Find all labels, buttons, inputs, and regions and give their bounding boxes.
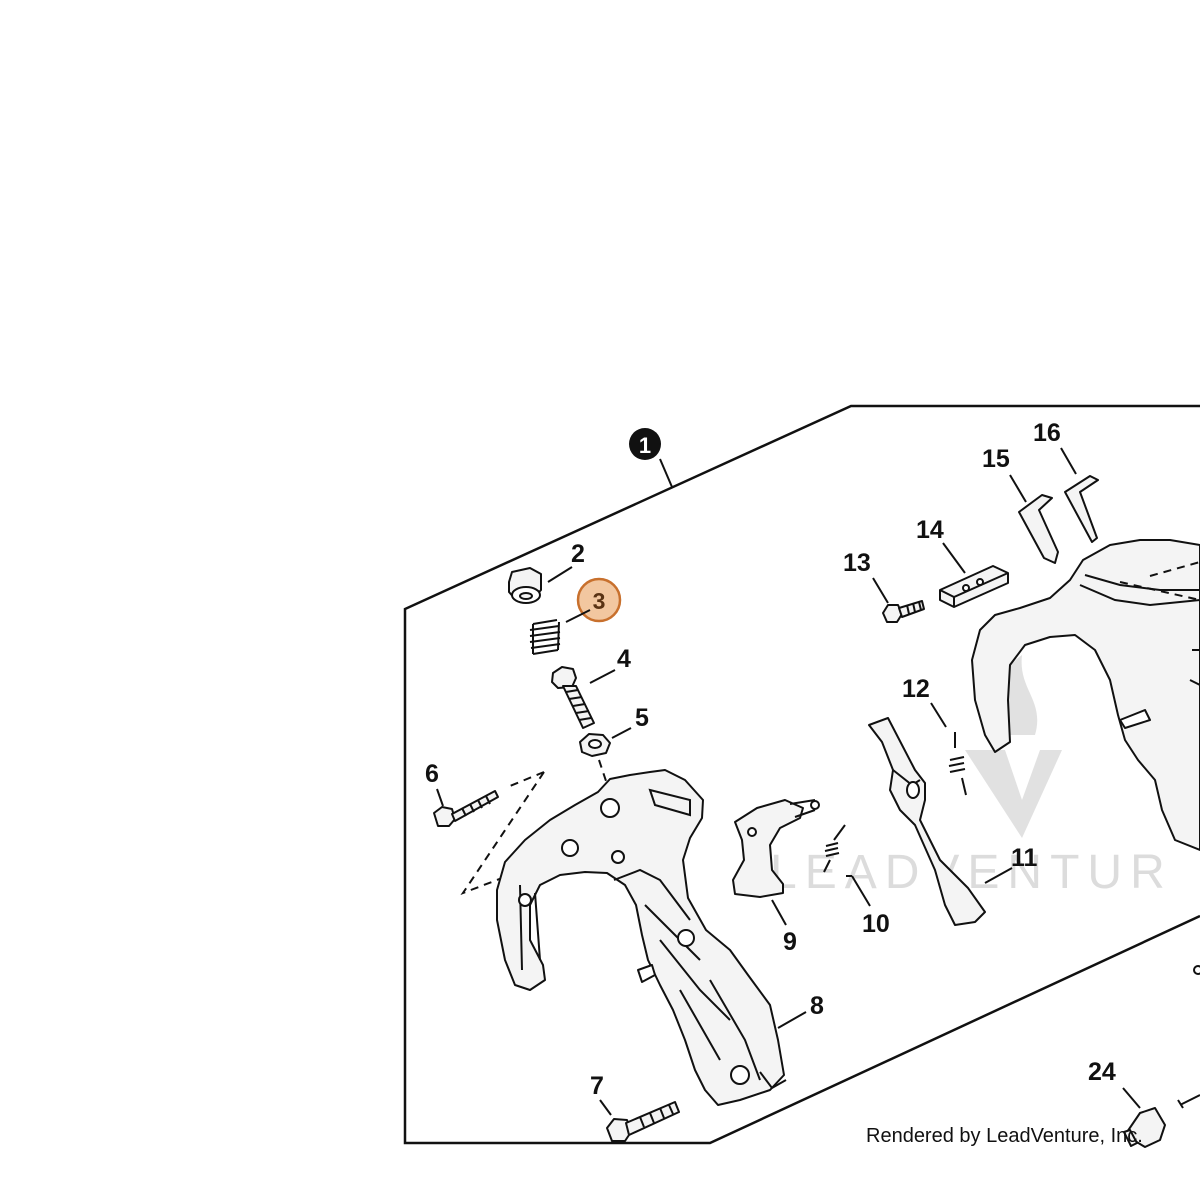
label-10[interactable]: 10 bbox=[862, 910, 890, 938]
label-6[interactable]: 6 bbox=[425, 760, 439, 788]
credit-text: Rendered by LeadVenture, Inc. bbox=[866, 1125, 1143, 1147]
part-4-bolt[interactable] bbox=[551, 666, 595, 729]
part-3-spring[interactable] bbox=[529, 619, 561, 655]
label-12[interactable]: 12 bbox=[902, 675, 930, 703]
part-15-bracket[interactable] bbox=[1018, 494, 1059, 564]
label-4[interactable]: 4 bbox=[617, 645, 631, 673]
label-13[interactable]: 13 bbox=[843, 549, 871, 577]
part-24-tip[interactable] bbox=[1123, 965, 1200, 1148]
part-2-cap[interactable] bbox=[508, 567, 542, 604]
part-10-spring[interactable] bbox=[823, 824, 846, 873]
callout-3-highlight[interactable]: 3 bbox=[576, 577, 622, 623]
part-7-screw[interactable] bbox=[606, 1101, 680, 1142]
svg-text:3: 3 bbox=[593, 588, 606, 614]
label-8[interactable]: 8 bbox=[810, 992, 824, 1020]
label-15[interactable]: 15 bbox=[982, 445, 1010, 473]
assembly-frame bbox=[403, 404, 1200, 1145]
part-12-spring[interactable] bbox=[948, 732, 967, 796]
part-6-screw[interactable] bbox=[433, 790, 499, 827]
svg-text:1: 1 bbox=[639, 433, 651, 458]
callout-1[interactable]: 1 bbox=[629, 428, 661, 460]
leader-line-1 bbox=[659, 458, 673, 488]
part-14-plate[interactable] bbox=[939, 565, 1009, 608]
label-11[interactable]: 11 bbox=[1011, 844, 1038, 872]
part-13-screw[interactable] bbox=[882, 600, 925, 623]
label-5[interactable]: 5 bbox=[635, 704, 649, 732]
part-11-lever[interactable] bbox=[868, 717, 986, 926]
label-2[interactable]: 2 bbox=[571, 540, 585, 568]
part-16-bracket[interactable] bbox=[1064, 475, 1099, 543]
label-14[interactable]: 14 bbox=[916, 516, 944, 544]
label-9[interactable]: 9 bbox=[783, 928, 797, 956]
label-24[interactable]: 24 bbox=[1088, 1058, 1116, 1086]
label-16[interactable]: 16 bbox=[1033, 419, 1061, 447]
part-5-nut[interactable] bbox=[579, 733, 611, 757]
label-7[interactable]: 7 bbox=[590, 1072, 604, 1100]
right-housing[interactable] bbox=[971, 539, 1200, 851]
part-8-housing[interactable] bbox=[496, 769, 787, 1106]
part-9-trigger[interactable] bbox=[732, 799, 820, 898]
